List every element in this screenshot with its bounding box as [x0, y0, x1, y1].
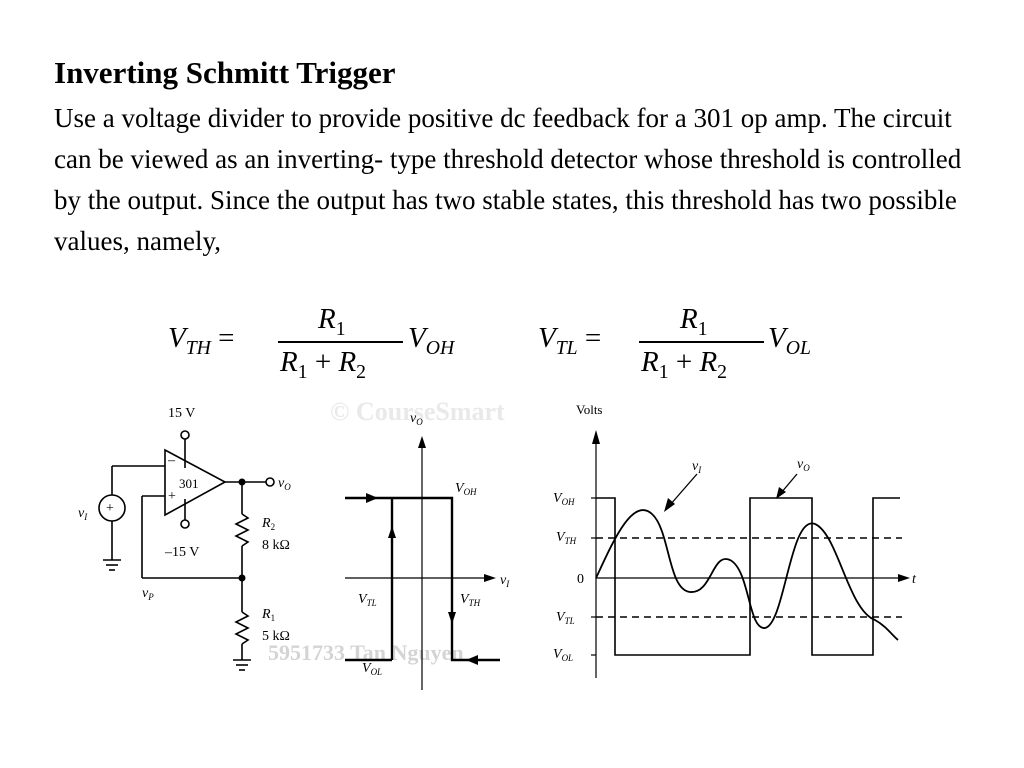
transfer-vth-label: VTH — [460, 592, 481, 608]
waveform-pointer-heads — [664, 487, 786, 512]
level-label-voh: VOH — [553, 491, 575, 507]
vp-node-dot — [238, 574, 246, 582]
vi-label: vI — [78, 506, 88, 522]
transfer-vtl-label: VTL — [358, 592, 377, 608]
transfer-voh-label: VOH — [455, 481, 477, 497]
formula-vtl-fraction-bar — [639, 341, 764, 343]
formula-vth-denominator: R1 + R2 — [280, 346, 367, 383]
vi-pointer-line — [669, 473, 698, 506]
r2-label: R2 — [261, 516, 275, 532]
formula-vtl-denominator: R1 + R2 — [641, 346, 728, 383]
formula-vth-fraction-bar — [278, 341, 403, 343]
r1-label: R1 — [261, 607, 275, 623]
transfer-y-label: vO — [410, 411, 423, 427]
supply-neg-label: –15 V — [164, 545, 199, 560]
transfer-x-label: vI — [500, 573, 510, 589]
waveform-vo-label: vO — [797, 457, 810, 473]
r2-value: 8 kΩ — [262, 538, 290, 553]
waveform-t-label: t — [912, 572, 917, 587]
slide-body-text: Use a voltage divider to provide positiv… — [54, 103, 962, 256]
opamp-triangle — [164, 448, 227, 517]
formula-vth-lhs: VTH = — [168, 322, 235, 359]
opamp-label: 301 — [179, 476, 199, 491]
level-label-vtl: VTL — [556, 610, 575, 626]
waveform-plot — [592, 430, 910, 678]
formula-vth: VTH = R1 R1 + R2 VOH — [168, 300, 478, 384]
formula-vtl-numerator: R1 — [680, 303, 708, 340]
waveform-level-ticks — [591, 497, 596, 656]
source-plus-sign: + — [106, 501, 114, 516]
formula-vtl-lhs: VTL = — [538, 322, 602, 359]
opamp-minus-sign: – — [167, 453, 176, 468]
transfer-vol-label: VOL — [362, 661, 382, 677]
resistor-r2 — [234, 513, 250, 547]
supply-pos-label: 15 V — [168, 406, 195, 421]
formula-vth-rhs: VOH — [408, 322, 455, 359]
resistor-r1 — [234, 611, 250, 645]
circuit-diagram — [98, 430, 275, 671]
output-terminal — [265, 477, 275, 487]
level-label-vth: VTH — [556, 530, 577, 546]
vo-square-wave — [596, 497, 900, 656]
formula-vth-numerator: R1 — [318, 303, 346, 340]
opamp-plus-sign: + — [168, 489, 176, 504]
vo-pointer-line — [780, 473, 798, 494]
output-node-dot — [238, 478, 246, 486]
waveform-y-label: Volts — [576, 402, 603, 417]
level-label-zero: 0 — [577, 572, 584, 587]
vp-label: vP — [142, 586, 154, 602]
vo-label: vO — [278, 476, 291, 492]
waveform-vi-label: vI — [692, 459, 702, 475]
formula-vtl: VTL = R1 R1 + R2 VOL — [538, 300, 838, 384]
formula-vtl-rhs: VOL — [768, 322, 811, 359]
watermark-top: © CourseSmart — [330, 397, 505, 426]
level-label-vol: VOL — [553, 647, 573, 663]
vi-sine-wave — [595, 509, 899, 641]
transfer-arrows — [366, 493, 478, 665]
slide-title: Inverting Schmitt Trigger — [54, 55, 396, 90]
r1-value: 5 kΩ — [262, 629, 290, 644]
supply-neg-terminal — [180, 519, 190, 529]
supply-pos-terminal — [180, 430, 190, 440]
